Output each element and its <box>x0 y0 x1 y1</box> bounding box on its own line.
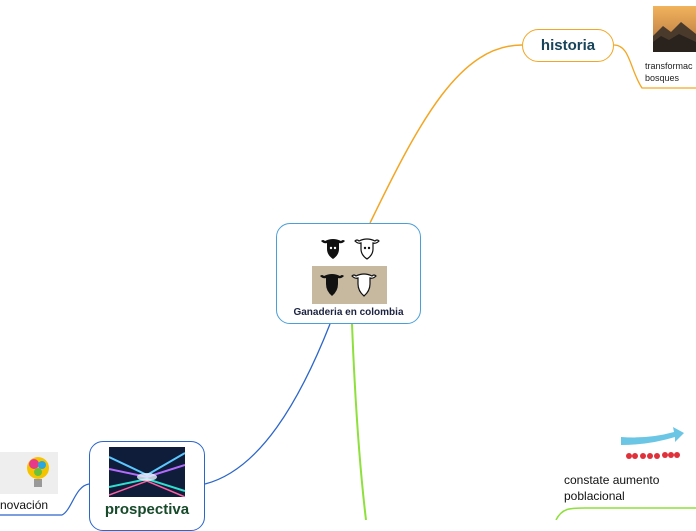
prospectiva-topic[interactable]: prospectiva <box>89 441 205 531</box>
innovacion-text[interactable]: novación <box>0 498 49 512</box>
branch-innovacion <box>0 483 90 516</box>
central-label: Ganaderia en colombia <box>293 307 404 318</box>
cow-image-panel <box>312 266 387 304</box>
prospectiva-label: prospectiva <box>104 501 190 518</box>
cow-icon <box>320 273 377 297</box>
branch-prospectiva <box>204 323 331 485</box>
growth-arrow-icon <box>619 425 685 465</box>
branch-historia <box>369 44 523 224</box>
landscape-image <box>653 6 696 52</box>
branch-historia-child <box>613 44 696 89</box>
cow-icon <box>321 238 380 260</box>
light-tunnel-image <box>109 447 185 497</box>
historia-child-text[interactable]: transformac bosques <box>645 61 693 83</box>
branch-poblacion <box>555 507 696 520</box>
branch-green-down <box>351 323 367 520</box>
central-topic[interactable]: Ganaderia en colombia <box>276 223 421 324</box>
connection-lines <box>0 44 696 520</box>
poblacion-text[interactable]: constate aumento poblacional <box>564 473 660 503</box>
lightbulb-icon <box>0 452 58 494</box>
historia-topic[interactable]: historia <box>522 29 614 62</box>
